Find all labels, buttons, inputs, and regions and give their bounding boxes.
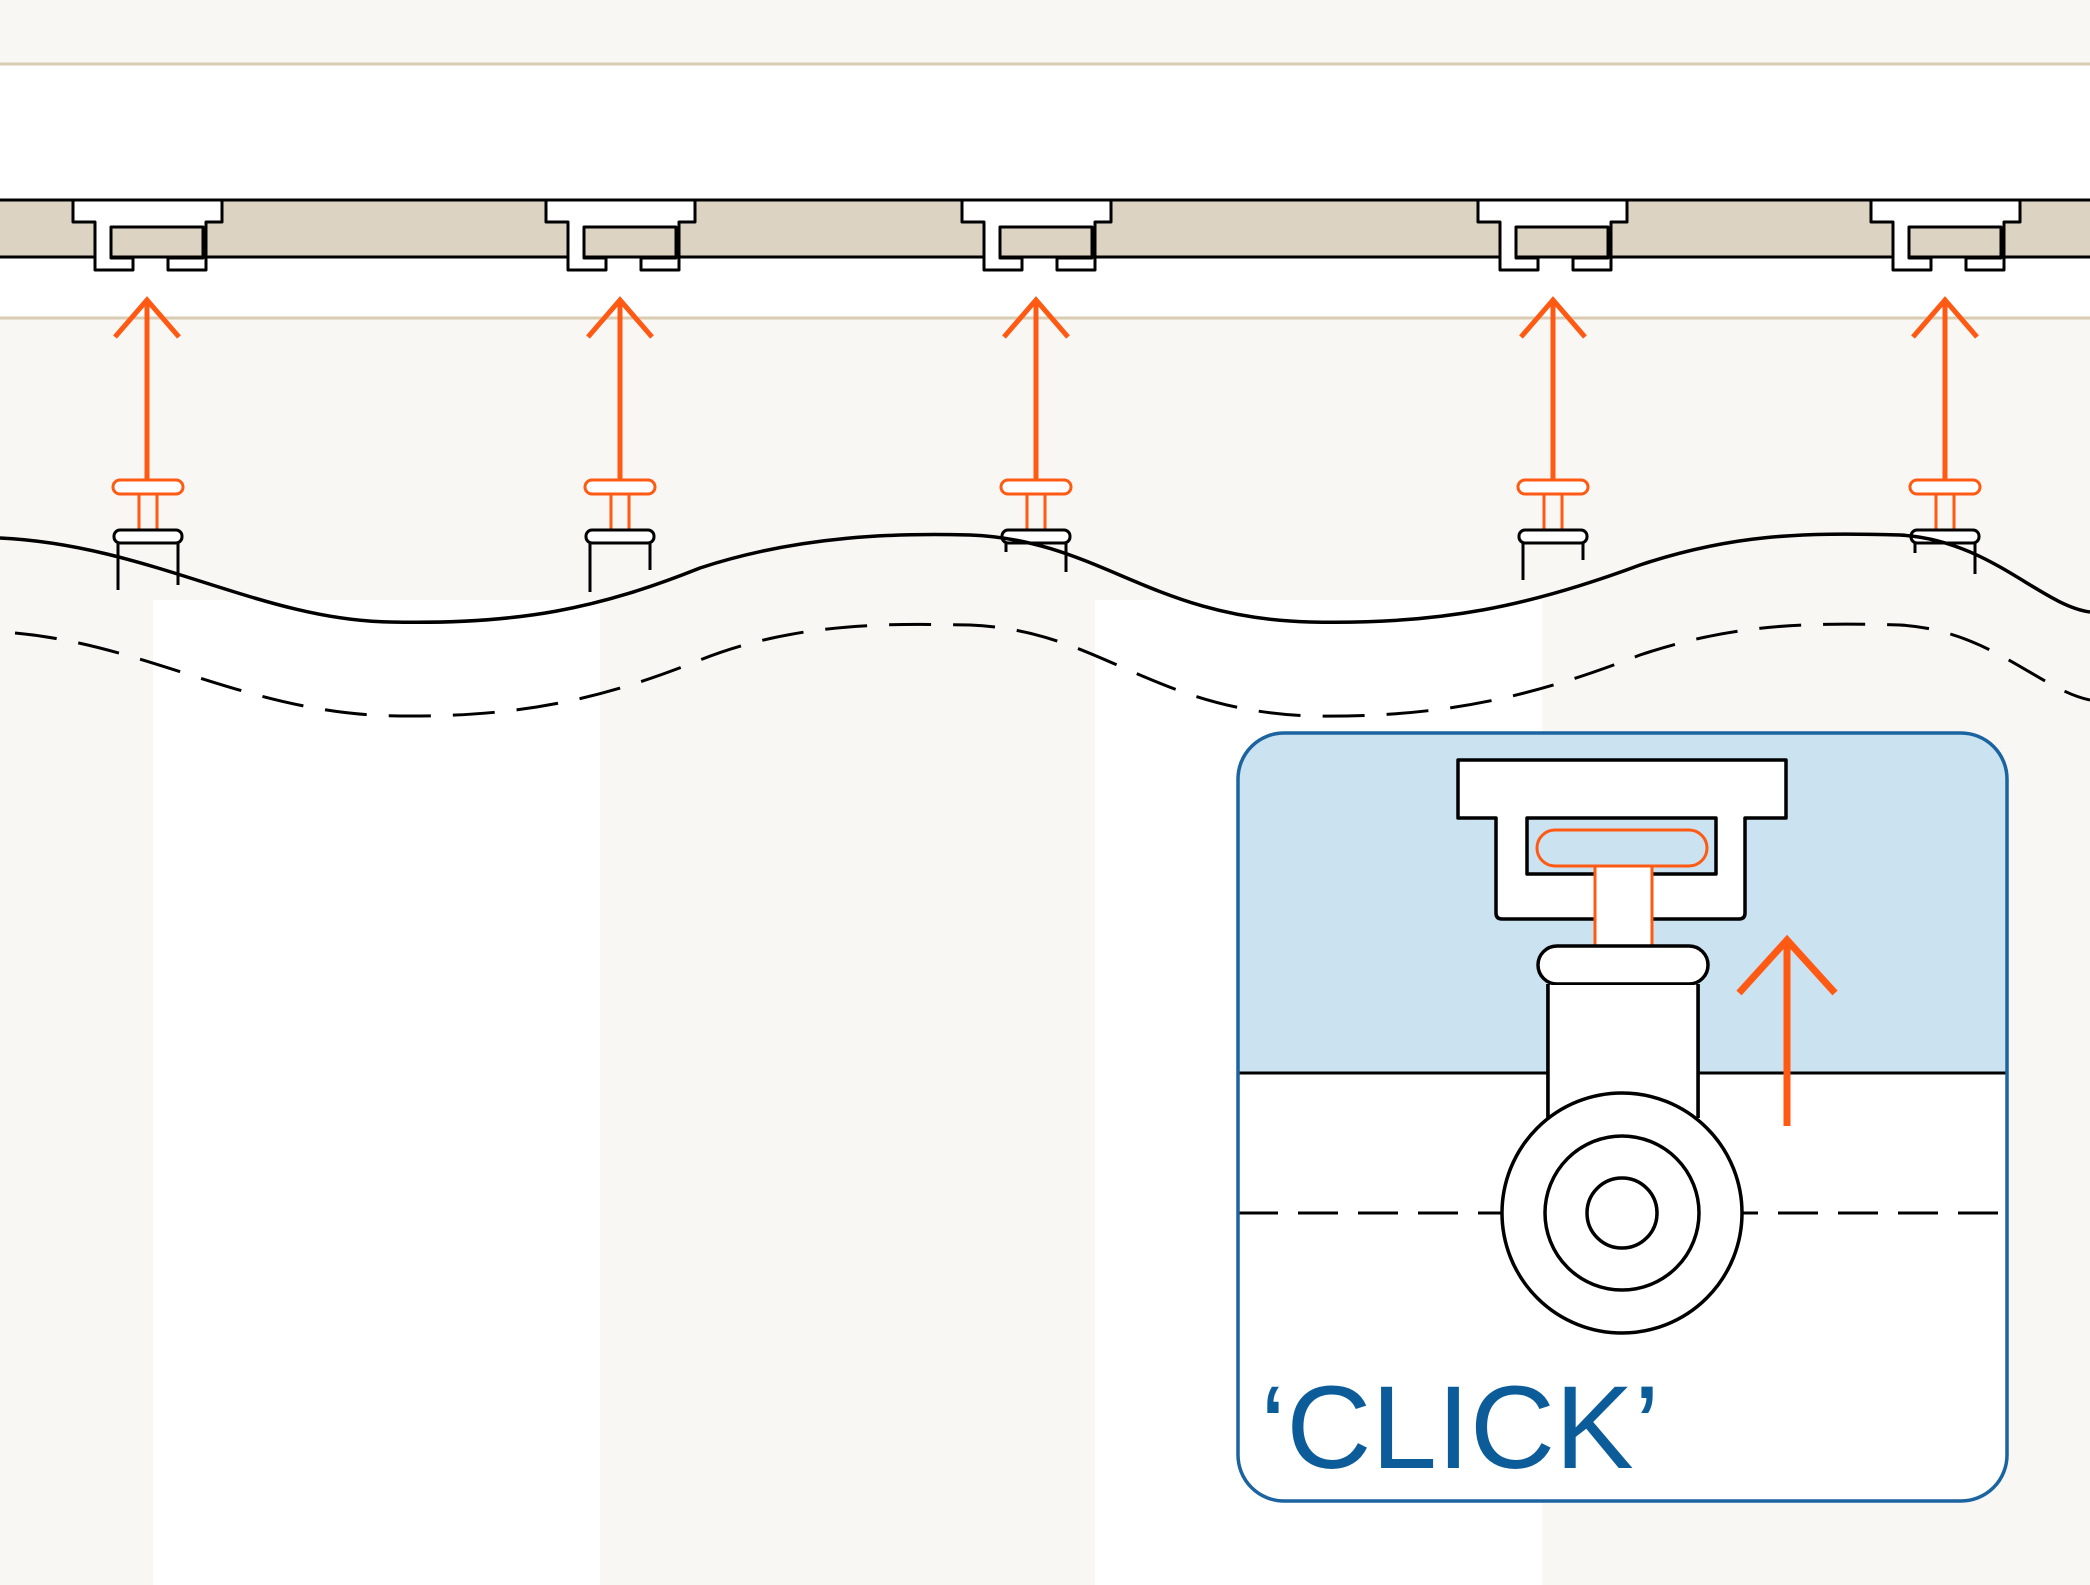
track-glider-icon bbox=[71, 198, 224, 272]
arrow-up-icon bbox=[113, 296, 181, 480]
track-glider-icon bbox=[1476, 198, 1629, 272]
arrow-up-icon bbox=[1736, 934, 1838, 1126]
arrow-up-icon bbox=[1519, 296, 1587, 480]
click-callout: ‘CLICK’ bbox=[1236, 731, 2009, 1503]
click-label: ‘CLICK’ bbox=[1260, 1362, 1660, 1494]
arrow-up-icon bbox=[1002, 296, 1070, 480]
curtain-hook-icon bbox=[1500, 944, 1744, 1335]
curtain-top-edge bbox=[0, 532, 2090, 625]
callout-pin bbox=[1593, 864, 1654, 950]
curtain-tape-dashed-line bbox=[14, 622, 2090, 718]
track-gliders bbox=[71, 198, 2022, 272]
track-glider-icon bbox=[1456, 758, 1788, 921]
arrow-up-icon bbox=[586, 296, 654, 480]
curtain-hook-icon bbox=[1516, 478, 1590, 580]
arrow-up-icon bbox=[1911, 296, 1979, 480]
track-glider-icon bbox=[544, 198, 697, 272]
track-glider-icon bbox=[1869, 198, 2022, 272]
ceiling-band bbox=[0, 0, 2090, 64]
curtain-hook-icon bbox=[111, 478, 185, 590]
curtain-hook-icon bbox=[583, 478, 657, 592]
lift-arrows bbox=[113, 296, 1979, 480]
track-glider-icon bbox=[960, 198, 1113, 272]
